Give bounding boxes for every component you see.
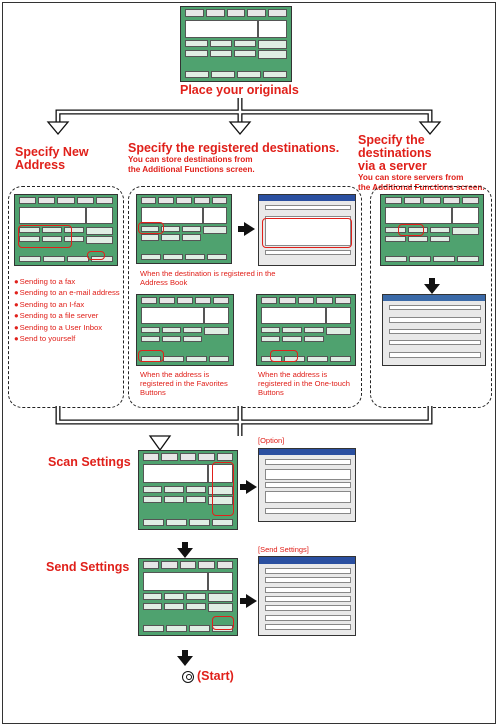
scan-options-window [258,448,356,522]
bullet-yourself: Send to yourself [14,333,122,344]
send-settings-window [258,556,356,636]
address-book-list-window [258,194,356,266]
server-screen [380,194,484,266]
server-button-highlight [398,224,424,236]
specify-new-title: Specify New Address [15,145,89,172]
caption-favorites: When the address is registered in the Fa… [140,370,228,398]
send-settings-window-label: [Send Settings] [258,545,309,554]
specify-registered-heading: Specify the registered destinations. You… [128,141,340,175]
arrow-to-send-settings [177,542,193,558]
new-address-highlight [18,225,72,248]
arrow-to-scan-options [240,480,257,494]
bullet-fax: Sending to a fax [14,276,122,287]
bullet-user-inbox: Sending to a User Inbox [14,322,122,333]
send-settings-label: Send Settings [46,560,130,574]
start-step: (Start) [182,670,234,683]
onetouch-screen [256,294,356,366]
caption-address-book: When the destination is registered in th… [140,269,276,288]
group-specify-registered [128,186,362,408]
scan-options-highlight [212,462,234,516]
arrow-to-send-settings-window [240,594,257,608]
bullet-file-server: Sending to a file server [14,310,122,321]
arrow-to-ldap [424,278,440,294]
step-place-originals: Place your originals [180,83,299,97]
favorites-button-highlight [138,350,164,362]
start-label: (Start) [197,669,234,683]
new-address-screen [14,194,118,266]
start-button-icon [182,670,194,683]
specify-registered-title: Specify the registered destinations. [128,141,340,155]
scan-settings-label: Scan Settings [48,455,131,469]
branch-connector [46,98,442,136]
ldap-search-window [382,294,486,366]
bullet-email: Sending to an e-mail address [14,287,122,298]
scan-option-label: [Option] [258,436,285,445]
send-settings-button-highlight [212,616,234,630]
arrow-to-address-list [238,222,255,236]
new-button-highlight [87,251,105,260]
scan-settings-screen [138,450,238,530]
merge-connector [55,406,433,452]
arrow-to-start [177,650,193,666]
address-book-screen [136,194,232,264]
send-settings-screen [138,558,238,636]
caption-onetouch: When the address is registered in the On… [258,370,351,398]
favorites-screen [136,294,234,366]
send-screen-top [180,6,292,82]
bullet-ifax: Sending to an I-fax [14,299,122,310]
specify-server-heading: Specify the destinations via a server Yo… [358,133,485,193]
new-address-bullets: Sending to a fax Sending to an e-mail ad… [14,276,122,344]
address-list-highlight [262,218,352,248]
onetouch-button-highlight [270,350,298,362]
address-book-button-highlight [138,222,164,234]
group-specify-new [8,186,124,408]
